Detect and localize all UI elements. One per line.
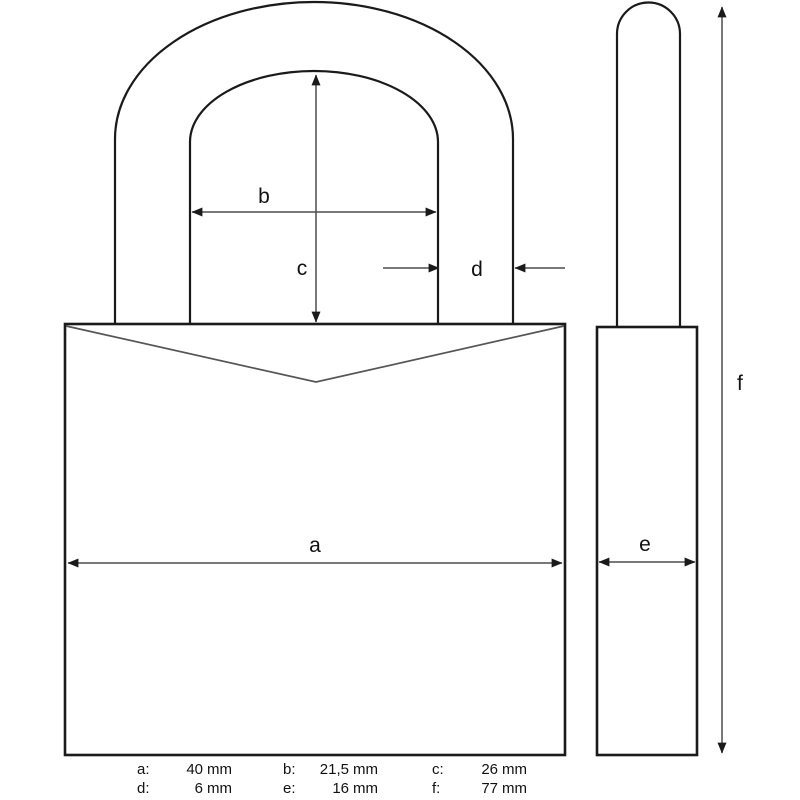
dimension-c: c bbox=[297, 74, 321, 323]
side-view: e f bbox=[595, 1, 743, 757]
legend-key-d: d: bbox=[137, 780, 150, 797]
legend-unit-e: mm bbox=[353, 780, 378, 797]
legend-key-e: e: bbox=[283, 780, 296, 797]
dimension-d: d bbox=[383, 258, 565, 281]
dimension-d-label: d bbox=[471, 258, 483, 281]
front-view: b c d a bbox=[63, 0, 567, 757]
dimension-b-label: b bbox=[258, 185, 270, 208]
dimension-b: b bbox=[191, 185, 437, 217]
legend-key-c: c: bbox=[432, 761, 444, 778]
legend-unit-c: mm bbox=[502, 761, 527, 778]
legend-key-b: b: bbox=[283, 761, 296, 778]
body-top-chamfer bbox=[65, 325, 565, 383]
legend-key-f: f: bbox=[432, 780, 441, 797]
shackle-inner-contour bbox=[188, 69, 440, 324]
legend-unit-f: mm bbox=[502, 780, 527, 797]
legend-value-e: 16 bbox=[332, 780, 349, 797]
legend-unit-a: mm bbox=[207, 761, 232, 778]
legend-value-c: 26 bbox=[481, 761, 498, 778]
dimension-f-label: f bbox=[737, 372, 743, 395]
dimension-a-label: a bbox=[309, 534, 321, 557]
legend-unit-b: mm bbox=[353, 761, 378, 778]
dimension-e: e bbox=[598, 533, 696, 567]
legend-value-a: 40 bbox=[186, 761, 203, 778]
dimension-c-label: c bbox=[297, 257, 308, 280]
dimension-e-label: e bbox=[639, 533, 651, 556]
shackle-outline bbox=[113, 0, 515, 324]
dimension-a: a bbox=[67, 534, 563, 568]
legend-unit-d: mm bbox=[207, 780, 232, 797]
legend-value-b: 21,5 bbox=[319, 761, 349, 778]
lock-body bbox=[63, 322, 567, 757]
lock-body-side bbox=[595, 325, 699, 757]
legend-value-d: 6 bbox=[194, 780, 203, 797]
shackle-outer-contour bbox=[113, 0, 515, 324]
dimension-f: f bbox=[717, 6, 743, 754]
lock-body-outline bbox=[63, 322, 567, 757]
shackle-side-outline bbox=[615, 1, 682, 327]
legend-key-a: a: bbox=[137, 761, 150, 778]
legend-value-f: 77 bbox=[481, 780, 498, 797]
